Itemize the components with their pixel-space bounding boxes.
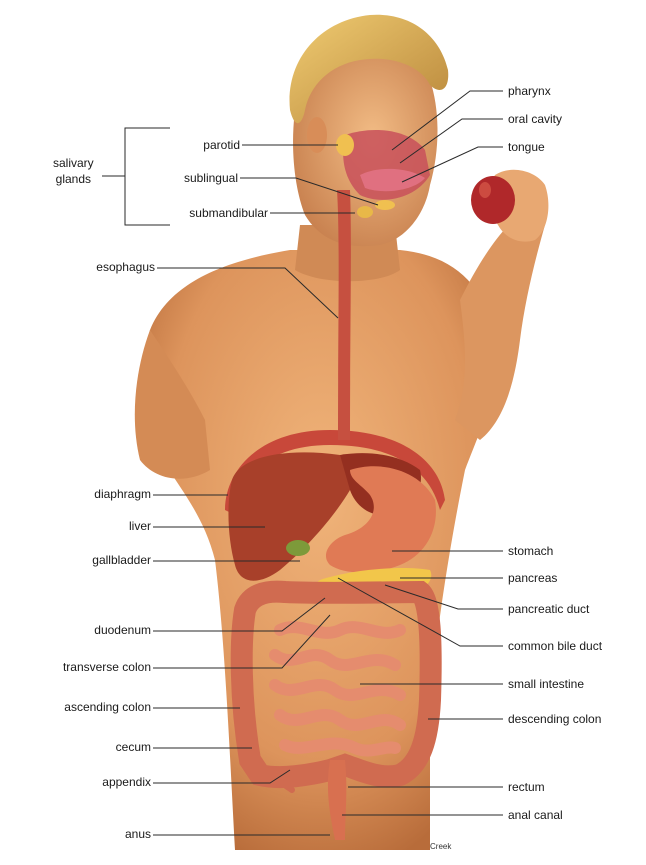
label-duodenum: duodenum xyxy=(50,623,151,637)
submandibular-gland xyxy=(357,206,373,218)
label-anal-canal: anal canal xyxy=(508,808,563,822)
label-parotid: parotid xyxy=(190,138,240,152)
gallbladder xyxy=(286,540,310,556)
parotid-gland xyxy=(336,134,354,156)
label-pharynx: pharynx xyxy=(508,84,551,98)
label-tongue: tongue xyxy=(508,140,545,154)
label-cecum: cecum xyxy=(60,740,151,754)
apple xyxy=(471,176,515,224)
label-rectum: rectum xyxy=(508,780,545,794)
label-stomach: stomach xyxy=(508,544,553,558)
torso xyxy=(143,250,497,850)
label-pancreatic-duct: pancreatic duct xyxy=(508,602,589,616)
ear xyxy=(307,117,327,153)
label-descending-colon: descending colon xyxy=(508,712,601,726)
label-sublingual: sublingual xyxy=(168,171,238,185)
esophagus xyxy=(337,190,351,440)
label-transverse-colon: transverse colon xyxy=(30,660,151,674)
label-gallbladder: gallbladder xyxy=(50,553,151,567)
label-liver: liver xyxy=(60,519,151,533)
label-submandibular: submandibular xyxy=(148,206,268,220)
label-appendix: appendix xyxy=(60,775,151,789)
right-arm xyxy=(455,215,545,440)
label-small-intestine: small intestine xyxy=(508,677,584,691)
label-ascending-colon: ascending colon xyxy=(30,700,151,714)
label-pancreas: pancreas xyxy=(508,571,557,585)
label-esophagus: esophagus xyxy=(60,260,155,274)
label-anus: anus xyxy=(60,827,151,841)
label-diaphragm: diaphragm xyxy=(60,487,151,501)
label-oral-cavity: oral cavity xyxy=(508,112,562,126)
artist-signature: Creek xyxy=(430,842,451,851)
label-common-bile-duct: common bile duct xyxy=(508,639,602,653)
label-salivary-glands: salivary glands xyxy=(53,155,94,187)
